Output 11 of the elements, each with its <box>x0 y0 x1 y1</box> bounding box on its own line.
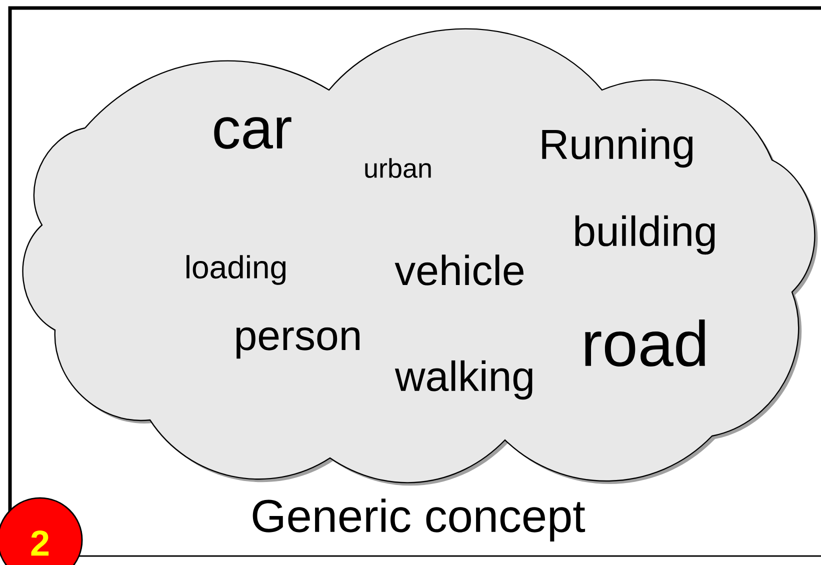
word-label: Running <box>542 128 692 168</box>
word-label: walking <box>394 360 532 400</box>
word-label: building <box>575 215 715 255</box>
number-badge: 2 <box>0 497 83 565</box>
word-label: road <box>585 320 705 366</box>
word-label: urban <box>365 158 431 178</box>
word-label: vehicle <box>394 254 524 286</box>
cloud-shape <box>22 28 818 486</box>
word-label: car <box>214 117 292 149</box>
word-label: person <box>236 327 360 359</box>
word-label: loading <box>186 255 286 285</box>
